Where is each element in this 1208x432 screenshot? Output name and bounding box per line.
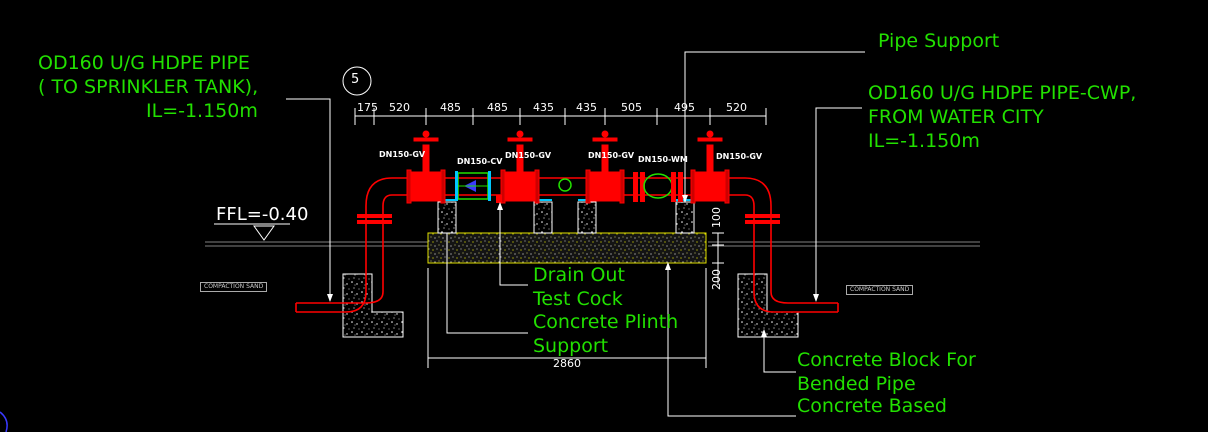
tag-gate-valve-4: DN150-GV [716,152,763,161]
dim-top-7: 505 [621,101,642,114]
drain-out-label: Drain Out [533,264,625,286]
dim-overall: 2860 [553,357,581,370]
gate-valve-2 [500,130,540,204]
pipe-supports [437,201,695,234]
compaction-sand-right: COMPACTION SAND [846,285,914,295]
concrete-block-right [737,273,799,338]
tag-water-meter: DN150-WM [638,155,688,164]
tag-gate-valve-3: DN150-GV [588,151,635,160]
block-bended-label-line1: Concrete Block For [797,349,976,371]
corner-mark [0,411,8,432]
dim-top-9: 520 [726,101,747,114]
dim-top-8: 495 [674,101,695,114]
plinth-support-label-line2: Support [533,335,609,357]
top-dimension-line [354,108,767,125]
callout-circle [342,66,372,96]
dim-top-3: 485 [440,101,461,114]
bottom-dimension-line [427,232,724,368]
dim-top-1: 175 [357,101,378,114]
concrete-block-left [342,273,404,338]
compaction-sand-left: COMPACTION SAND [200,282,268,292]
tag-gate-valve-2: DN150-GV [505,151,552,160]
test-cock-label: Test Cock [533,288,623,310]
tag-gate-valve-1: DN150-GV [379,150,426,159]
drain-test-cock [496,178,572,203]
dim-top-5: 435 [533,101,554,114]
dim-top-2: 520 [389,101,410,114]
pipe-support-label: Pipe Support [878,30,1000,52]
leader-arrows [327,195,819,337]
gate-valve-4 [690,130,730,204]
tag-check-valve: DN150-CV [457,157,503,166]
sprinkler-pipe-label-line2: ( TO SPRINKLER TANK), [38,76,259,98]
dim-plinth-bottom: 200 [710,269,723,290]
cwp-pipe-label-line3: IL=-1.150m [868,130,980,152]
gate-valve-1 [406,130,446,204]
concrete-plinth [427,232,707,264]
leader-lines [286,51,865,417]
dim-top-4: 485 [487,101,508,114]
vertical-flanges [357,214,780,224]
callout-number: 5 [351,72,360,87]
dim-plinth-top: 100 [710,207,723,228]
block-bended-label-line3: Concrete Based [797,395,947,417]
gate-valves [406,130,730,204]
cwp-pipe-label-line1: OD160 U/G HDPE PIPE-CWP, [868,82,1137,104]
block-bended-label-line2: Bended Pipe [797,373,916,395]
sprinkler-pipe-label-line1: OD160 U/G HDPE PIPE [38,52,250,74]
ffl-marker [214,223,290,241]
water-meter [633,172,683,202]
check-valve [455,171,491,201]
plinth-support-label-line1: Concrete Plinth [533,311,679,333]
gate-valve-3 [585,130,625,204]
cwp-pipe-label-line2: FROM WATER CITY [868,106,1044,128]
ffl-level-label: FFL=-0.40 [216,204,309,225]
sprinkler-pipe-label-line3: IL=-1.150m [146,100,258,122]
dim-top-6: 435 [576,101,597,114]
